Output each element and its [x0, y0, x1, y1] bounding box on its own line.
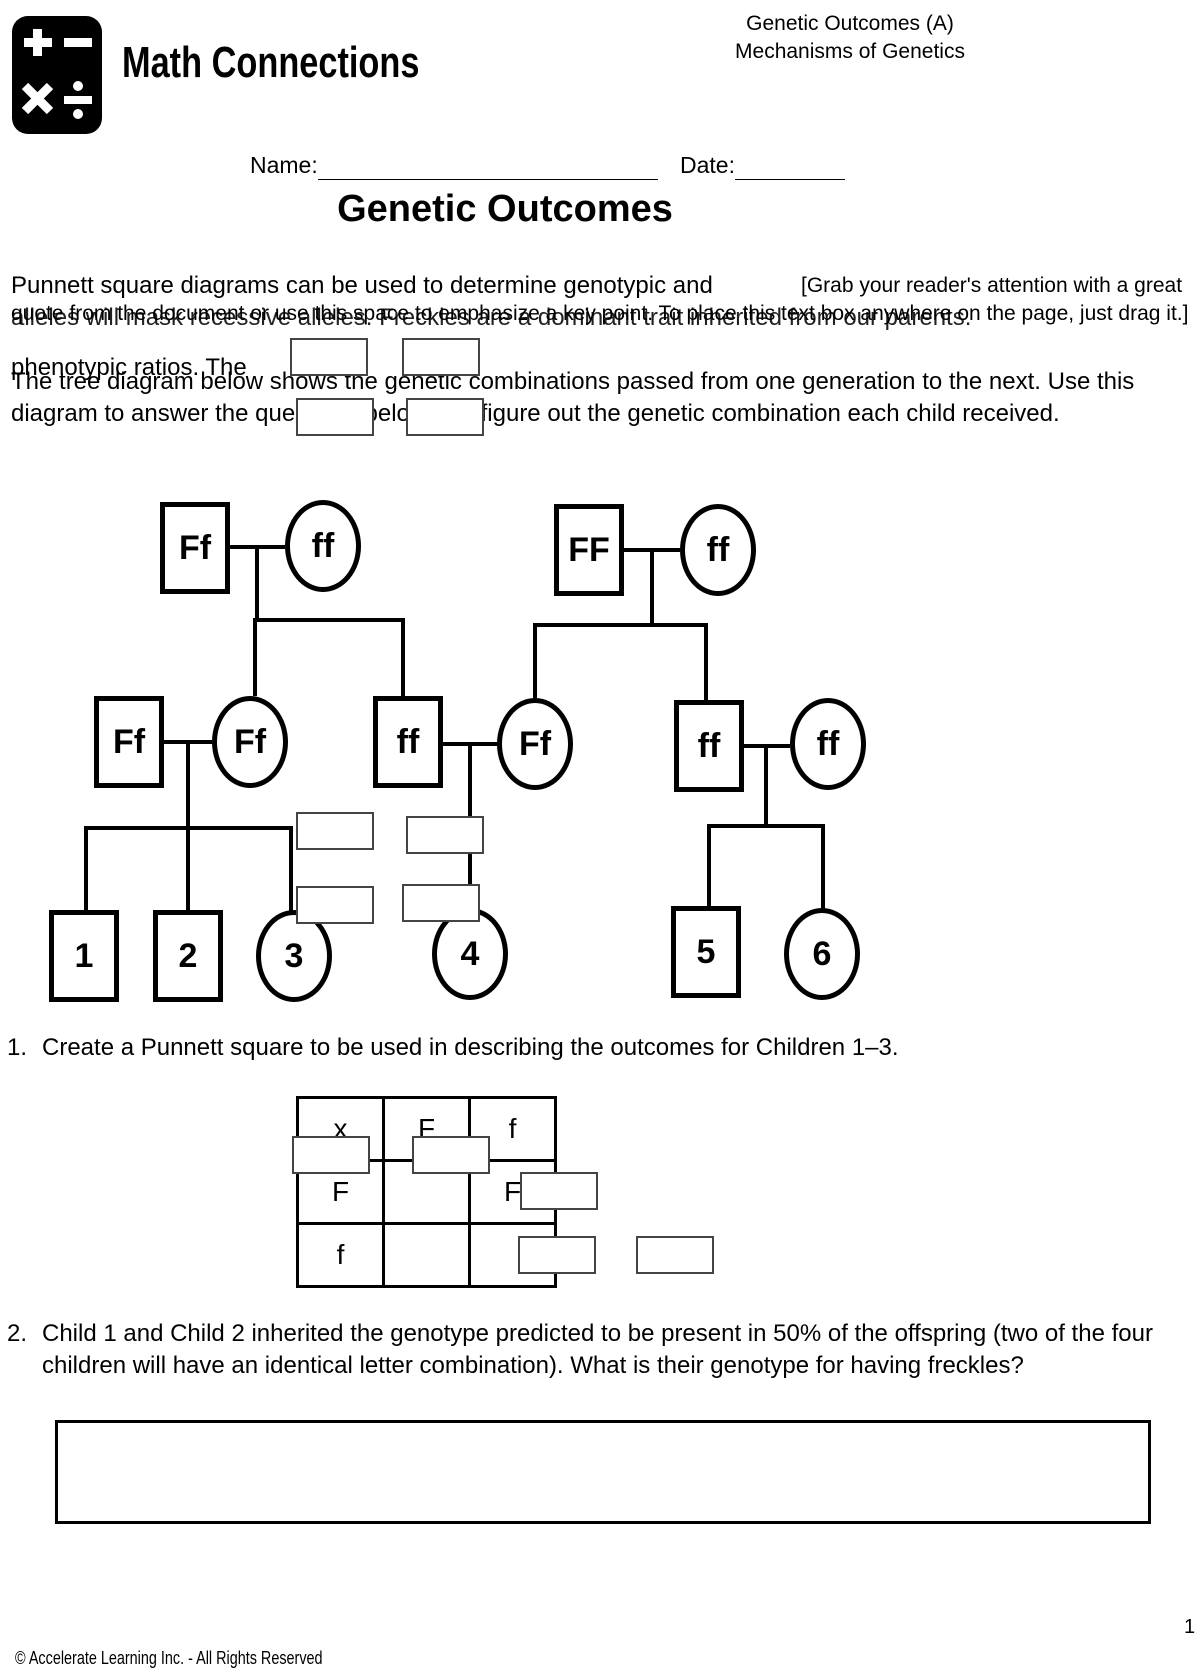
doc-header: Genetic Outcomes (A) Mechanisms of Genet… — [700, 10, 1000, 66]
punnett-cell[interactable] — [382, 1222, 471, 1288]
empty-textbox[interactable] — [636, 1236, 714, 1274]
empty-textbox[interactable] — [520, 1172, 598, 1210]
intro-line1: Punnett square diagrams can be used to d… — [11, 272, 713, 299]
empty-textbox[interactable] — [412, 1136, 490, 1174]
empty-textbox[interactable] — [296, 812, 374, 850]
punnett-square: x F f F F f — [296, 1096, 557, 1288]
empty-textbox[interactable] — [402, 884, 480, 922]
question-1: Create a Punnett square to be used in de… — [42, 1034, 899, 1061]
pedigree-female-gen1: ff — [680, 504, 756, 596]
child-2: 2 — [153, 910, 223, 1002]
math-symbols-icon — [12, 16, 102, 134]
pedigree-male-gen1: Ff — [160, 502, 230, 594]
logo — [12, 16, 102, 134]
placeholder-textbox[interactable]: [Grab your reader's attention with a gre… — [11, 274, 1189, 325]
intro-paragraph-2: The tree diagram below shows the genetic… — [11, 368, 1135, 427]
child-6: 6 — [784, 908, 860, 1000]
doc-subtitle: Mechanisms of Genetics — [735, 40, 965, 63]
date-label: Date: — [680, 152, 735, 178]
question-2-number: 2. — [7, 1320, 28, 1347]
answer-box[interactable] — [55, 1420, 1151, 1524]
pedigree-male-gen2: ff — [373, 696, 443, 788]
page-title: Genetic Outcomes — [337, 188, 673, 230]
punnett-cell: f — [296, 1222, 385, 1288]
empty-textbox[interactable] — [296, 398, 374, 436]
child-3: 3 — [256, 910, 332, 1002]
copyright: © Accelerate Learning Inc. - All Rights … — [15, 1648, 323, 1668]
page-number: 1 — [1184, 1616, 1196, 1638]
doc-title: Genetic Outcomes (A) — [746, 12, 954, 35]
intro-line2: alleles will mask recessive alleles. Fre… — [11, 304, 972, 331]
empty-textbox[interactable] — [296, 886, 374, 924]
name-label: Name: — [250, 152, 318, 178]
pedigree-female-gen2: ff — [790, 698, 866, 790]
logo-text: Math Connections — [122, 38, 420, 87]
empty-textbox[interactable] — [290, 338, 368, 376]
empty-textbox[interactable] — [518, 1236, 596, 1274]
date-field[interactable] — [735, 178, 845, 180]
pedigree-female-gen2: Ff — [497, 698, 573, 790]
question-1-number: 1. — [7, 1034, 28, 1061]
pedigree-male-gen2: ff — [674, 700, 744, 792]
empty-textbox[interactable] — [406, 398, 484, 436]
empty-textbox[interactable] — [292, 1136, 370, 1174]
pedigree-female-gen2: Ff — [212, 696, 288, 788]
empty-textbox[interactable] — [406, 816, 484, 854]
child-1: 1 — [49, 910, 119, 1002]
name-field[interactable] — [318, 178, 658, 180]
question-2: Child 1 and Child 2 inherited the genoty… — [42, 1320, 1153, 1379]
intro-line3: phenotypic ratios. The — [11, 354, 247, 381]
pedigree-female-gen1: ff — [285, 500, 361, 592]
empty-textbox[interactable] — [402, 338, 480, 376]
pedigree-male-gen2: Ff — [94, 696, 164, 788]
pedigree-male-gen1: FF — [554, 504, 624, 596]
child-4: 4 — [432, 908, 508, 1000]
child-5: 5 — [671, 906, 741, 998]
